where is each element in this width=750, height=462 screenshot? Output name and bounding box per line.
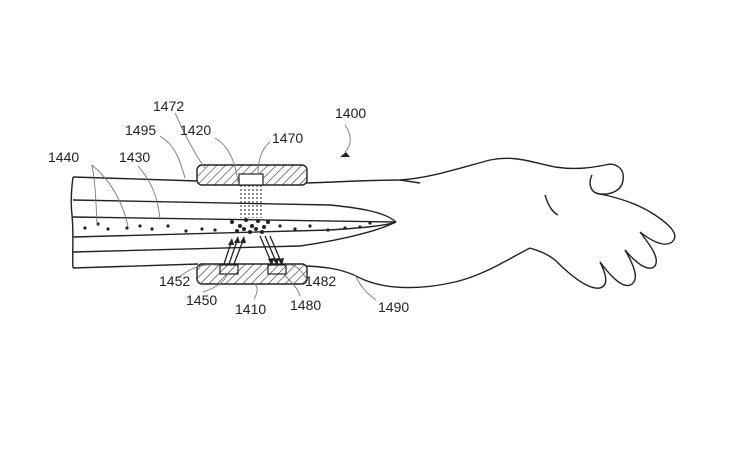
label-1495: 1495 [125,122,156,138]
emitter-1450 [219,264,239,275]
label-1440: 1440 [48,149,79,165]
detector-1480 [267,264,287,275]
reference-labels: 1472 1400 1495 1420 1470 1440 1430 1452 … [48,98,409,317]
band-bottom [196,235,308,285]
blood-vessel [72,199,397,253]
label-1452: 1452 [159,273,190,289]
label-1450: 1450 [186,292,217,308]
label-1490: 1490 [378,299,409,315]
label-1400: 1400 [335,105,366,121]
hand [399,163,676,289]
band-top [196,164,308,218]
label-1420: 1420 [180,122,211,138]
particles [83,218,372,234]
label-1472: 1472 [153,98,184,114]
label-1430: 1430 [119,149,150,165]
label-1480: 1480 [290,297,321,313]
forearm [70,157,606,289]
label-1482: 1482 [305,273,336,289]
sensor-1470 [238,173,264,186]
label-1470: 1470 [272,130,303,146]
label-1410: 1410 [235,301,266,317]
reference-arrowhead [340,152,350,157]
leader-lines [91,112,377,301]
